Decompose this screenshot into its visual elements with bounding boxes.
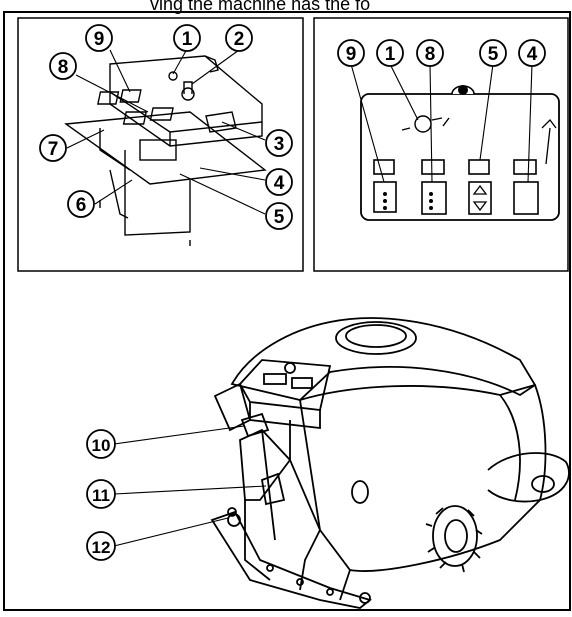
panel-perspective-drawing bbox=[64, 55, 267, 246]
callout-left-1: 1 bbox=[173, 24, 201, 52]
inset-right: 9 1 8 5 4 bbox=[313, 17, 569, 272]
button-9 bbox=[373, 159, 395, 175]
machine-leaders bbox=[113, 425, 267, 547]
panel-buttons bbox=[373, 159, 539, 215]
svg-text:4: 4 bbox=[527, 44, 538, 65]
svg-text:5: 5 bbox=[488, 44, 499, 65]
svg-text:4: 4 bbox=[274, 173, 285, 194]
callout-left-9: 9 bbox=[85, 24, 113, 52]
svg-text:10: 10 bbox=[92, 436, 111, 455]
svg-text:7: 7 bbox=[48, 139, 59, 160]
callout-right-8: 8 bbox=[416, 39, 444, 67]
svg-text:1: 1 bbox=[182, 29, 193, 50]
callout-left-7: 7 bbox=[39, 134, 67, 162]
button-8 bbox=[421, 159, 445, 175]
button-4 bbox=[513, 159, 537, 175]
svg-text:1: 1 bbox=[385, 44, 396, 65]
callout-right-1: 1 bbox=[376, 39, 404, 67]
callout-machine-10: 10 bbox=[86, 429, 116, 459]
svg-text:5: 5 bbox=[274, 207, 285, 228]
indicator-5 bbox=[468, 181, 492, 215]
svg-text:9: 9 bbox=[346, 44, 357, 65]
indicator-8 bbox=[421, 181, 447, 215]
svg-text:3: 3 bbox=[274, 134, 285, 155]
callout-right-9: 9 bbox=[337, 39, 365, 67]
callout-left-5: 5 bbox=[265, 202, 293, 230]
callout-right-5: 5 bbox=[479, 39, 507, 67]
inset-left-leaders bbox=[66, 48, 266, 215]
inset-right-leaders bbox=[350, 63, 533, 183]
key-switch-icon bbox=[401, 115, 450, 133]
callout-machine-12: 12 bbox=[86, 531, 116, 561]
svg-text:8: 8 bbox=[58, 57, 69, 78]
header-text-fragment: ving the machine has the fo bbox=[150, 0, 371, 14]
svg-text:9: 9 bbox=[94, 29, 105, 50]
inset-left: 9 1 2 8 7 3 4 6 5 bbox=[17, 17, 304, 272]
inset-left-frame bbox=[17, 17, 304, 272]
button-5 bbox=[468, 159, 490, 175]
indicator-arrows-icon bbox=[472, 119, 557, 212]
svg-text:8: 8 bbox=[425, 44, 436, 65]
indicator-9 bbox=[373, 181, 397, 213]
callout-left-4: 4 bbox=[265, 168, 293, 196]
callout-left-8: 8 bbox=[49, 52, 77, 80]
svg-text:2: 2 bbox=[234, 29, 245, 50]
outer-frame bbox=[3, 11, 571, 611]
callout-left-2: 2 bbox=[225, 24, 253, 52]
callout-machine-11: 11 bbox=[86, 479, 116, 509]
inset-right-frame bbox=[313, 17, 569, 272]
key-symbol-icon bbox=[458, 85, 468, 95]
svg-text:6: 6 bbox=[76, 195, 87, 216]
machine-drawing bbox=[210, 317, 570, 609]
svg-text:11: 11 bbox=[92, 486, 110, 505]
callout-right-4: 4 bbox=[518, 39, 546, 67]
callout-left-3: 3 bbox=[265, 129, 293, 157]
indicator-4 bbox=[513, 181, 539, 215]
callout-left-6: 6 bbox=[67, 190, 95, 218]
svg-text:12: 12 bbox=[92, 538, 111, 557]
